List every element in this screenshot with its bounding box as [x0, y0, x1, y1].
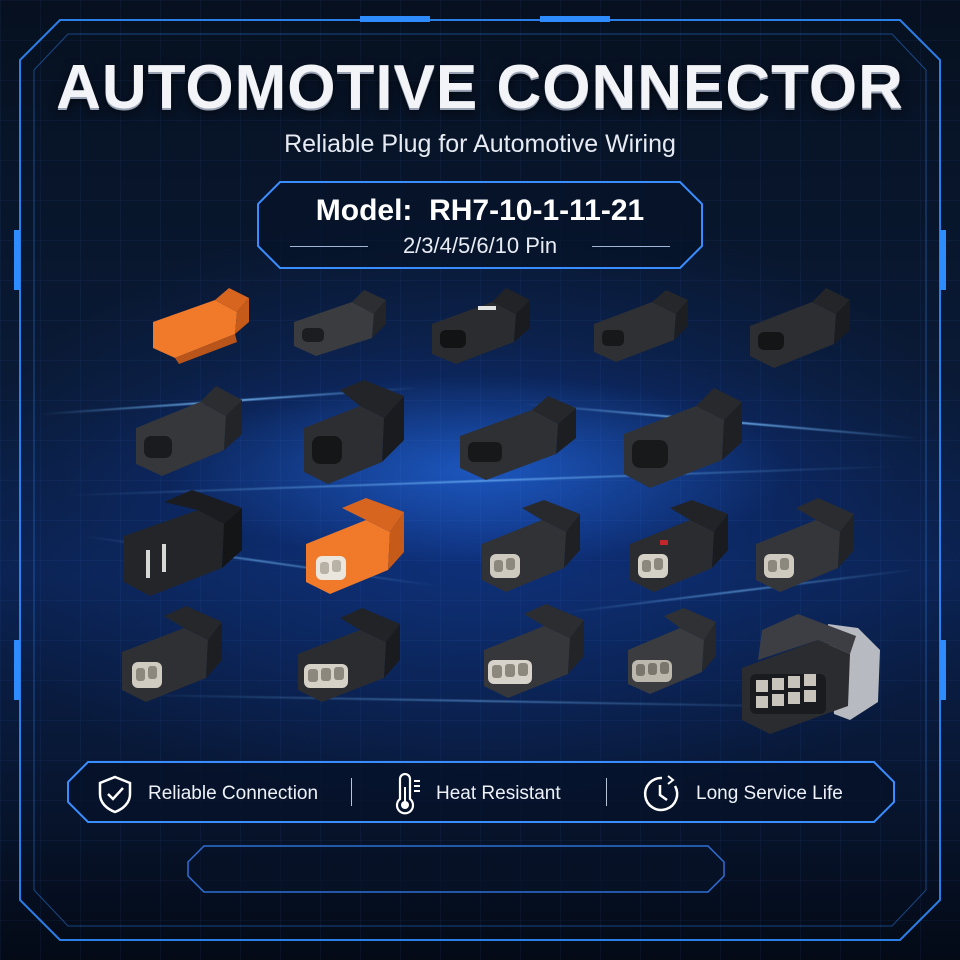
connector-orange-2pin-male — [153, 288, 249, 364]
model-label: Model: — [315, 194, 413, 227]
divider — [351, 778, 352, 806]
divider — [290, 246, 368, 247]
page-subtitle: Reliable Plug for Automotive Wiring — [284, 130, 676, 158]
divider — [592, 246, 670, 247]
clock-icon — [643, 775, 679, 812]
connector-black-2pin-socket — [124, 490, 242, 596]
feature-label: Long Service Life — [696, 783, 843, 804]
pin-options: 2/3/4/5/6/10 Pin — [402, 233, 558, 258]
thermometer-icon — [395, 773, 420, 815]
connector-black-2pin-female — [756, 498, 854, 592]
connector-black-3pin-female — [484, 604, 584, 698]
model-number: Model: RH7-10-1-11-21 — [258, 194, 702, 228]
connector-black-5pin-male — [750, 288, 850, 368]
connector-black-4pin-male — [594, 290, 688, 362]
model-value: RH7-10-1-11-21 — [429, 194, 645, 227]
feature-label: Heat Resistant — [436, 783, 561, 804]
connector-black-2pin-female — [630, 500, 728, 592]
connector-black-3pin-male — [136, 386, 242, 476]
connector-black-3pin-female — [298, 608, 400, 702]
connector-black-4pin-male — [304, 380, 404, 484]
connector-black-2pin-male — [294, 290, 386, 356]
connector-black-3pin-female — [628, 608, 716, 694]
connector-black-2pin-female — [482, 500, 580, 592]
feature-heat-resistant: Heat Resistant — [390, 773, 561, 815]
connector-black-5pin-male — [460, 396, 576, 480]
connector-black-3pin-male — [432, 288, 530, 364]
feature-label: Reliable Connection — [148, 783, 319, 804]
shield-check-icon — [98, 775, 132, 814]
connector-black-2pin-female — [122, 606, 222, 702]
connector-black-6pin-male — [624, 388, 742, 488]
connector-orange-2pin-female — [306, 498, 404, 594]
page-title: AUTOMOTIVE CONNECTOR — [56, 53, 904, 122]
feature-reliable-connection: Reliable Connection — [96, 774, 318, 814]
connector-black-10pin-female — [742, 614, 880, 734]
divider — [606, 778, 607, 806]
feature-long-service-life: Long Service Life — [640, 774, 843, 814]
